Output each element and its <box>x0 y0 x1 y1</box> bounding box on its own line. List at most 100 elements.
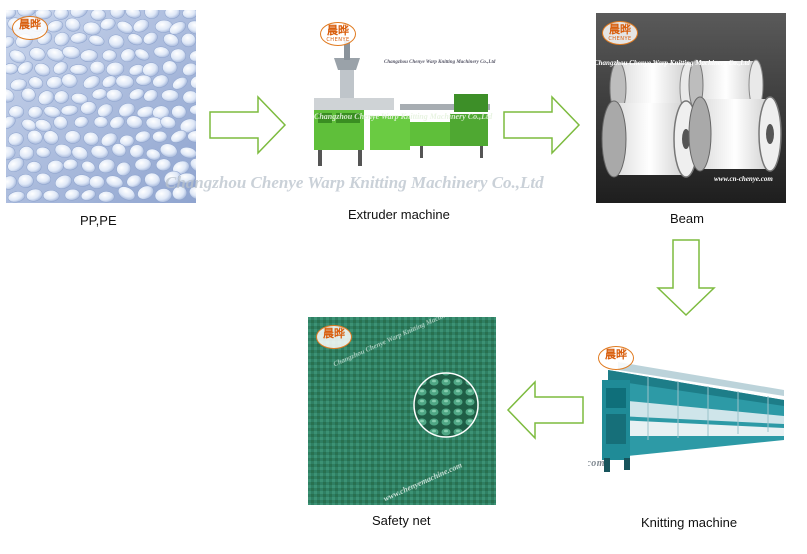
pellet <box>53 10 69 20</box>
pellet <box>8 132 24 147</box>
pellet <box>152 130 168 143</box>
pellet <box>17 173 34 188</box>
pellet <box>82 21 101 36</box>
pellet <box>43 130 59 145</box>
pellet <box>100 132 118 147</box>
pellet <box>146 148 161 161</box>
pellet <box>118 102 136 118</box>
pellet <box>80 49 98 63</box>
safety-net-photo: 晨晔 Changzhou Chenye Warp Knitting Machin… <box>308 317 496 505</box>
pellet <box>170 130 187 143</box>
pellet <box>189 50 196 63</box>
pellet <box>71 93 88 105</box>
pellet <box>169 21 186 35</box>
pellet <box>179 147 196 159</box>
pellet <box>190 75 196 89</box>
pellet <box>162 60 178 75</box>
pellet <box>153 46 170 58</box>
pellet <box>189 104 196 116</box>
logo-cn-text: 晨晔 <box>609 23 631 36</box>
pellet <box>9 49 26 64</box>
pellet <box>90 145 109 159</box>
pellet <box>109 10 125 19</box>
pellet <box>6 145 16 161</box>
caption-extruder-machine: Extruder machine <box>348 207 450 222</box>
pellet <box>64 188 81 201</box>
pellet <box>106 61 125 77</box>
pellet <box>135 130 151 143</box>
pellet <box>6 175 17 190</box>
pellet <box>143 89 158 102</box>
chenye-logo-knitting: 晨晔 <box>598 346 634 370</box>
logo-cn-text: 晨晔 <box>323 327 345 340</box>
pellet <box>132 19 150 33</box>
pellet <box>28 76 44 90</box>
pellet <box>69 64 88 75</box>
pellet <box>189 186 196 200</box>
pellet <box>160 116 176 129</box>
pellet <box>144 10 160 19</box>
pellet <box>119 134 135 148</box>
pellet <box>171 105 187 119</box>
company-watermark-large: Changzhou Chenye Warp Knitting Machinery… <box>165 173 544 192</box>
pellet <box>98 191 115 203</box>
pellet <box>71 146 88 161</box>
pellet <box>89 60 106 75</box>
pellet <box>54 32 70 47</box>
pellet <box>172 77 188 90</box>
pellet <box>142 62 160 77</box>
pellet <box>38 90 55 106</box>
extruder-illustration <box>314 40 490 166</box>
pellet <box>8 105 25 119</box>
pellet <box>116 161 132 176</box>
pellet <box>61 73 78 88</box>
pellet <box>10 78 27 91</box>
pellets-illustration <box>6 10 196 203</box>
pellet <box>27 106 43 119</box>
pellet <box>18 146 35 161</box>
website-url-watermark: http://www.cn-chenye.com <box>588 458 606 469</box>
pellet <box>177 172 196 184</box>
pellet <box>83 131 99 146</box>
pellet <box>134 48 150 61</box>
pellet <box>126 174 142 188</box>
pellet <box>46 47 65 62</box>
pellet <box>21 87 36 102</box>
pellet <box>187 130 196 143</box>
pellet <box>129 144 145 159</box>
pellet <box>7 191 26 203</box>
pellet <box>93 116 109 128</box>
pellet <box>62 45 81 59</box>
pp-pe-pellets-photo: 晨晔 <box>6 10 196 203</box>
pellet <box>21 118 37 132</box>
pellet <box>159 143 178 158</box>
pellet <box>55 174 72 189</box>
company-watermark-extruder: Changzhou Chenye Warp Knitting Machinery… <box>314 112 493 121</box>
pellet <box>27 129 43 145</box>
pellet <box>116 20 134 34</box>
logo-en-text: CHENYE <box>326 37 350 43</box>
pellet <box>187 20 196 35</box>
knitting-machine-photo: 晨晔 http://www.cn-chenye.com <box>588 340 788 480</box>
pellet <box>137 185 154 200</box>
pellet <box>60 104 79 116</box>
pellet <box>182 62 196 77</box>
chenye-logo: 晨晔 <box>12 16 48 40</box>
pellet <box>29 47 46 61</box>
pellet <box>83 75 101 89</box>
pellet <box>54 90 69 104</box>
pellet <box>53 115 68 130</box>
pellet <box>154 188 173 203</box>
pellet <box>182 90 196 105</box>
pellet <box>134 158 152 172</box>
pellet <box>70 32 88 44</box>
pellet <box>97 103 113 118</box>
pellet <box>102 75 117 88</box>
safety-net-illustration <box>308 317 496 505</box>
arrow-right-2-icon <box>503 95 581 155</box>
logo-cn-text: 晨晔 <box>327 24 349 37</box>
pellet <box>125 10 141 19</box>
company-watermark-extruder-top: Changzhou Chenye Warp Knitting Machinery… <box>384 60 496 65</box>
pellet <box>190 158 196 173</box>
pellet <box>35 146 51 158</box>
